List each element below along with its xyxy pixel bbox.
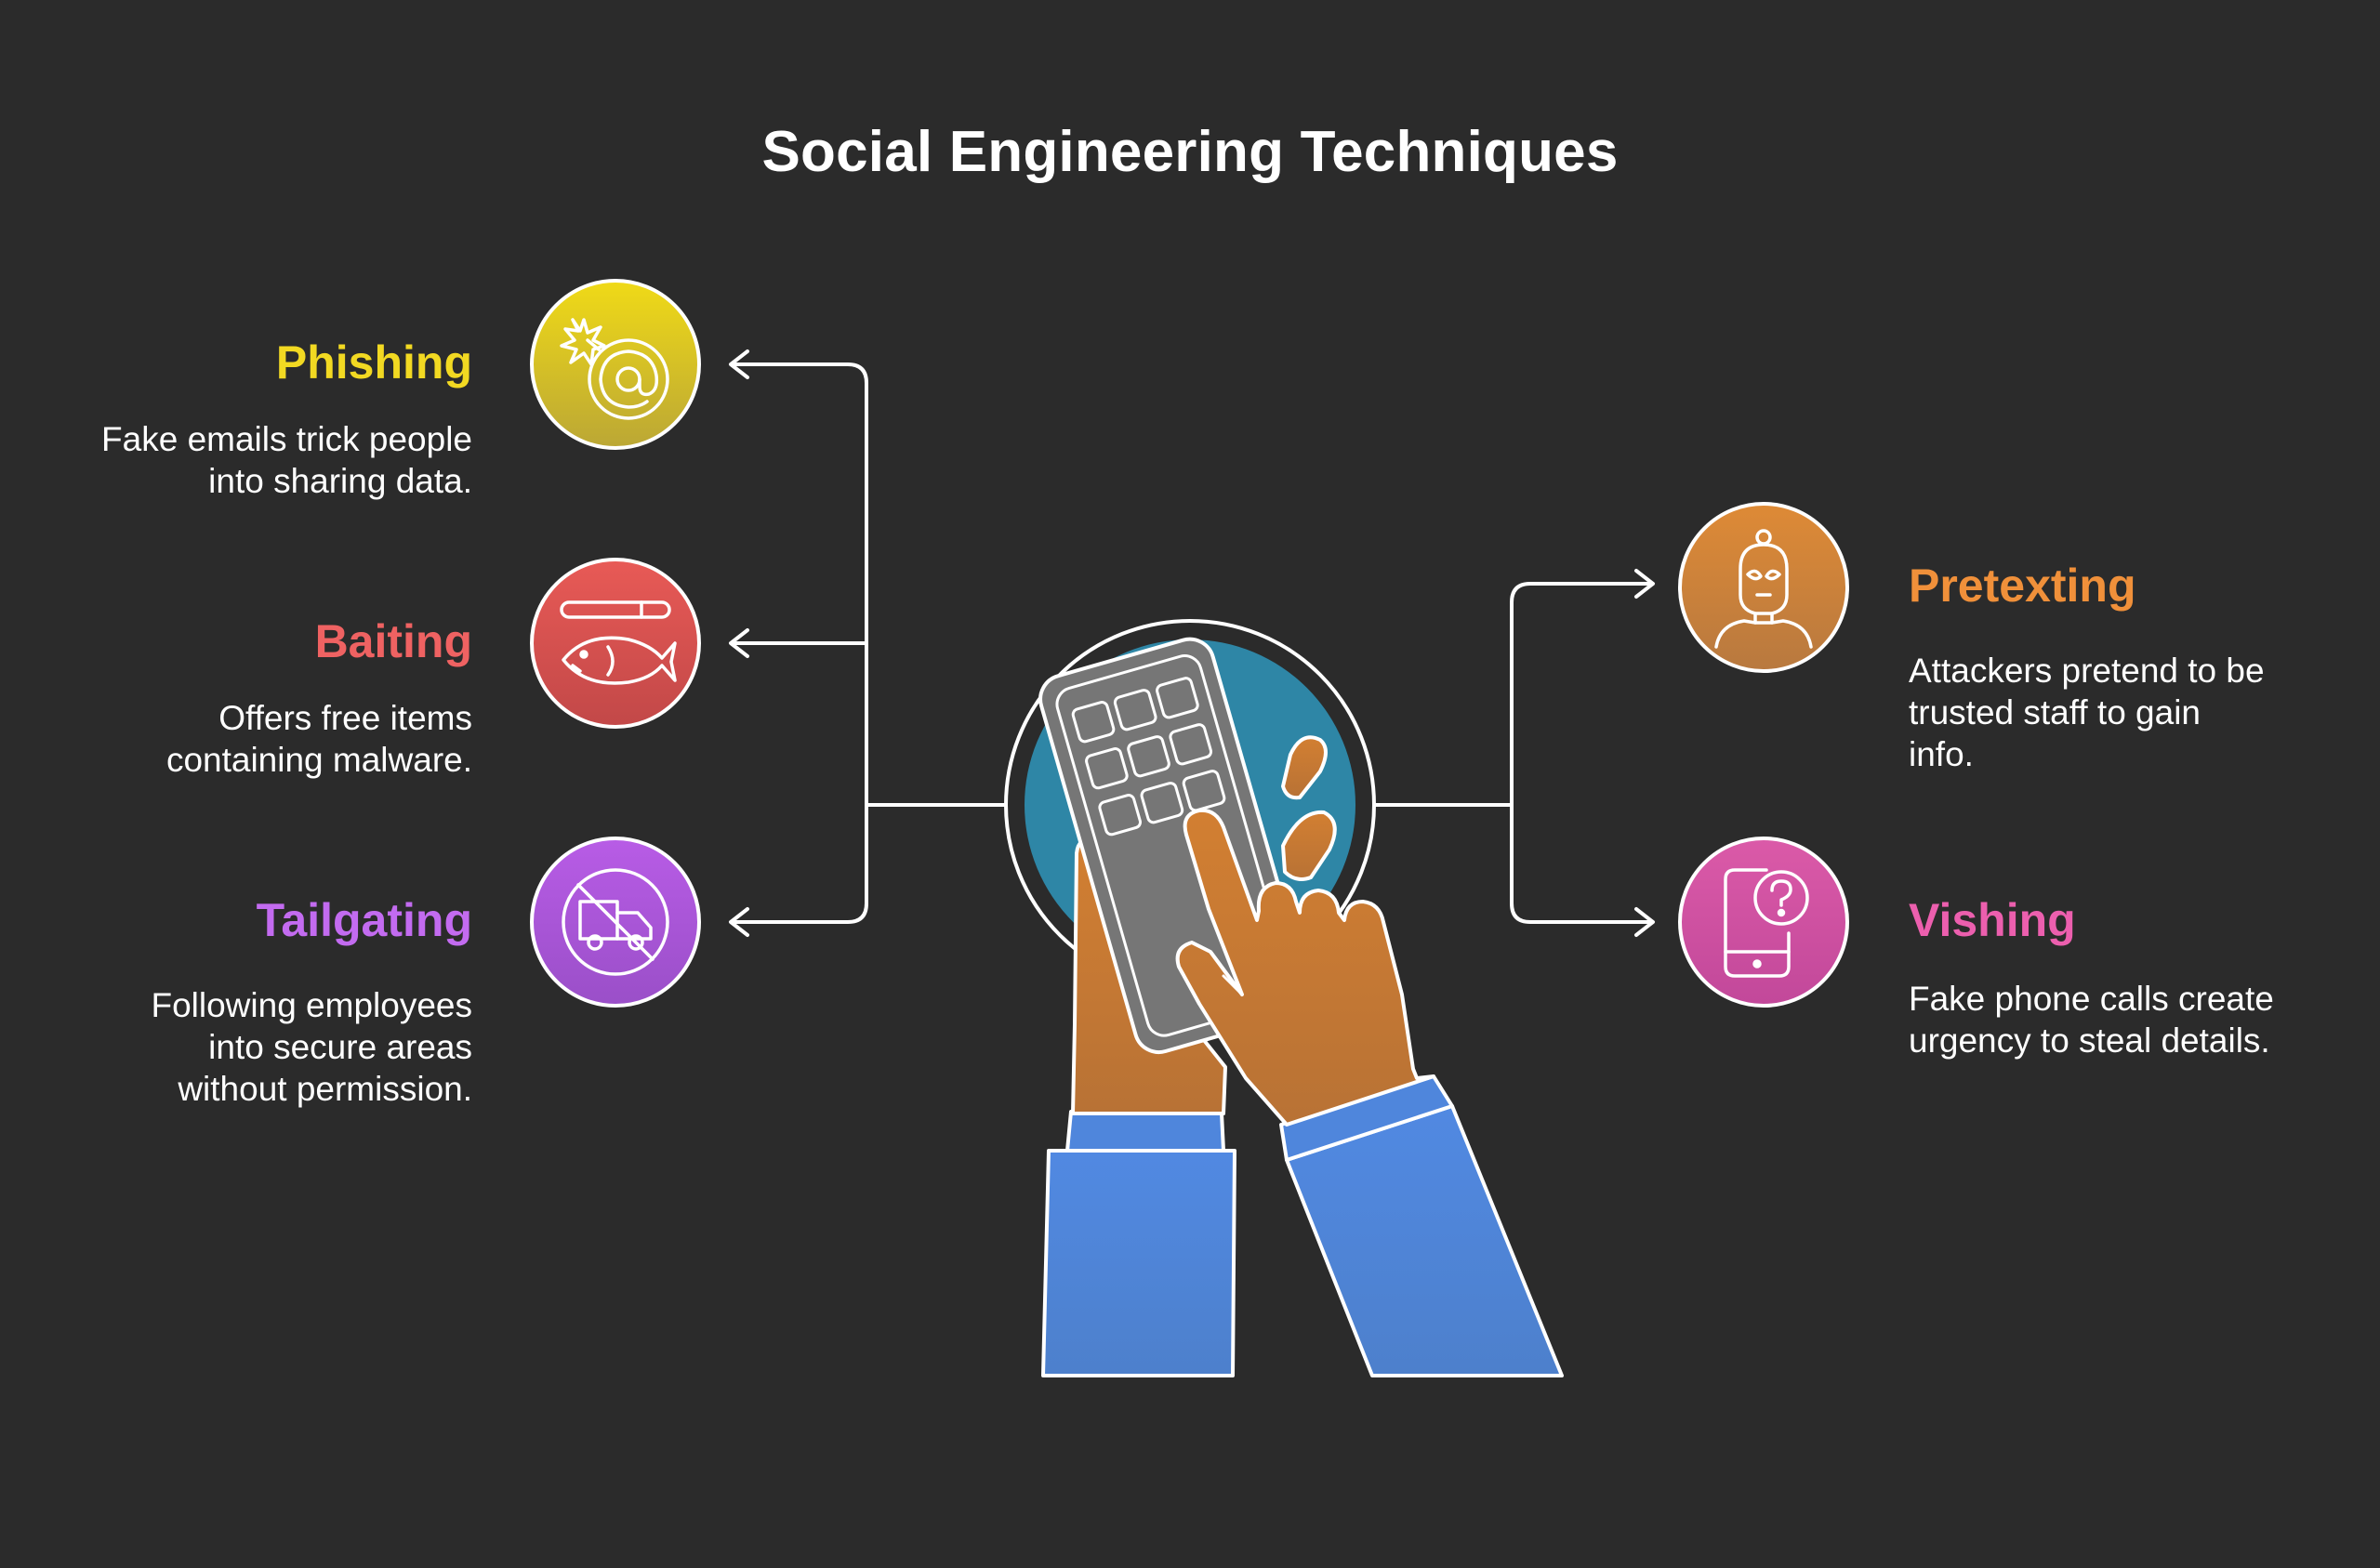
vishing-description: Fake phone calls create urgency to steal… [1909,980,2274,1060]
left-cuff [1065,1110,1225,1153]
tailgating-label: Tailgating [256,894,472,946]
page-title: Social Engineering Techniques [761,120,1619,184]
phone-keypad [1071,677,1226,837]
phishing-node[interactable] [530,279,701,450]
tailgating-description: Following employees into secure areas wi… [151,986,472,1108]
baiting-description: Offers free items containing malware. [165,699,472,779]
vishing-circle [1678,837,1849,1008]
right-hand-crease [1222,974,1244,996]
arrow-head-vishing [1634,907,1655,937]
connector-trunk-right [1372,582,1653,924]
right-hand [1175,808,1435,1127]
fish-bait-icon [560,600,677,685]
phishing-circle [530,279,701,450]
connector-lines [729,349,1655,937]
phishing-description: Fake emails trick people into sharing da… [101,420,472,500]
no-truck-icon [562,868,669,976]
vishing-node[interactable] [1678,837,1849,1008]
arrow-head-phishing [729,349,749,379]
baiting-label: Baiting [314,615,472,667]
arrow-head-pretexting [1634,569,1655,599]
pretexting-node[interactable] [1678,502,1849,673]
baiting-node[interactable] [530,558,701,729]
pretexting-description: Attackers pretend to be trusted staff to… [1909,652,2265,773]
arrow-head-baiting [729,628,749,658]
phone-question-icon [1724,868,1809,978]
left-finger [1281,810,1337,881]
left-sleeve [1041,1149,1236,1377]
connector-trunk-left [733,362,1006,924]
arrow-head-tailgating [729,907,749,937]
pretexting-label: Pretexting [1909,560,2136,612]
pretexting-circle [1678,502,1849,673]
tailgating-node[interactable] [530,837,701,1008]
left-thumb [1281,735,1328,800]
vishing-label: Vishing [1909,894,2076,946]
phishing-label: Phishing [275,336,472,389]
hub-illustration [1004,619,1564,1377]
email-bomb-icon [560,318,669,420]
masked-person-icon [1714,529,1813,649]
